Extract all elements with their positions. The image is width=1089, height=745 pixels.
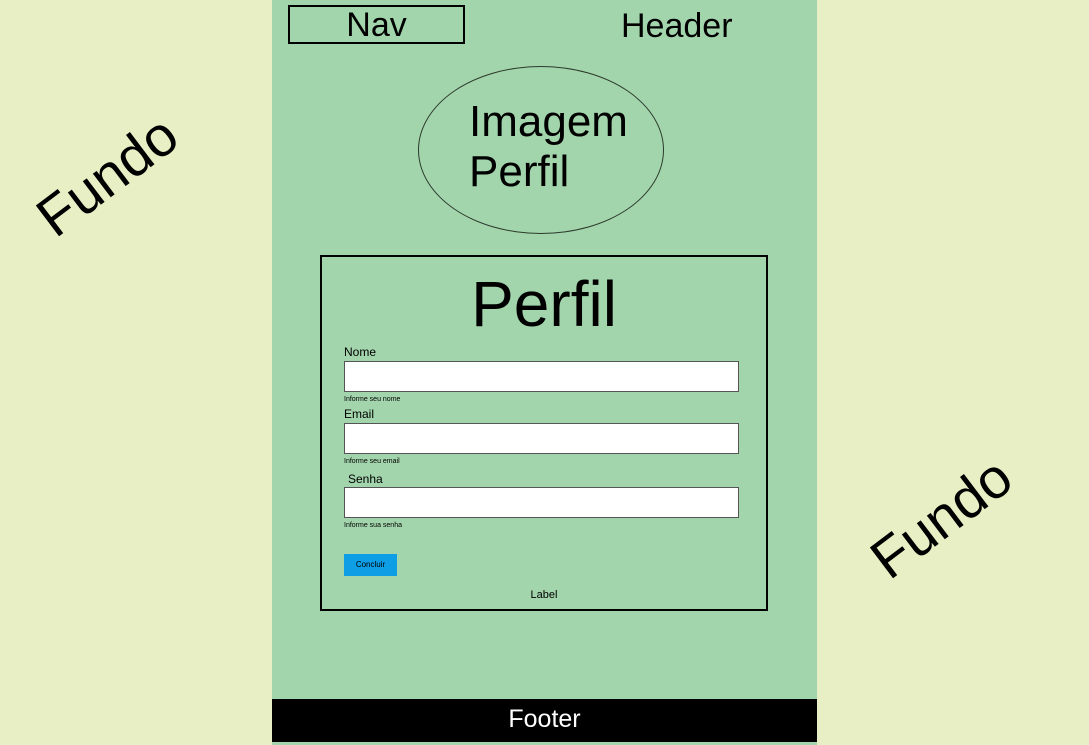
- profile-image[interactable]: Imagem Perfil: [418, 66, 664, 234]
- password-helper-text: Informe sua senha: [344, 522, 402, 529]
- name-input[interactable]: [344, 361, 739, 392]
- email-label: Email: [344, 407, 375, 421]
- password-label: Senha: [348, 472, 383, 486]
- background-label-left: Fundo: [24, 102, 190, 249]
- submit-button[interactable]: Concluir: [344, 554, 397, 576]
- main-column: Nav Header Imagem Perfil Perfil Nome Inf…: [272, 0, 817, 745]
- header-title: Header: [621, 7, 733, 45]
- name-helper-text: Informe seu nome: [344, 396, 401, 403]
- background-label-right: Fundo: [858, 444, 1024, 591]
- bottom-label: Label: [530, 589, 558, 601]
- nav-button[interactable]: Nav: [288, 5, 465, 44]
- profile-image-label: Imagem Perfil: [469, 97, 628, 196]
- email-input[interactable]: [344, 423, 739, 454]
- email-helper-text: Informe seu email: [344, 458, 400, 465]
- password-input[interactable]: [344, 487, 739, 518]
- profile-form: Perfil Nome Informe seu nome Email Infor…: [320, 255, 768, 611]
- footer: Footer: [272, 699, 817, 742]
- name-label: Nome: [344, 345, 377, 359]
- profile-title: Perfil: [471, 268, 617, 340]
